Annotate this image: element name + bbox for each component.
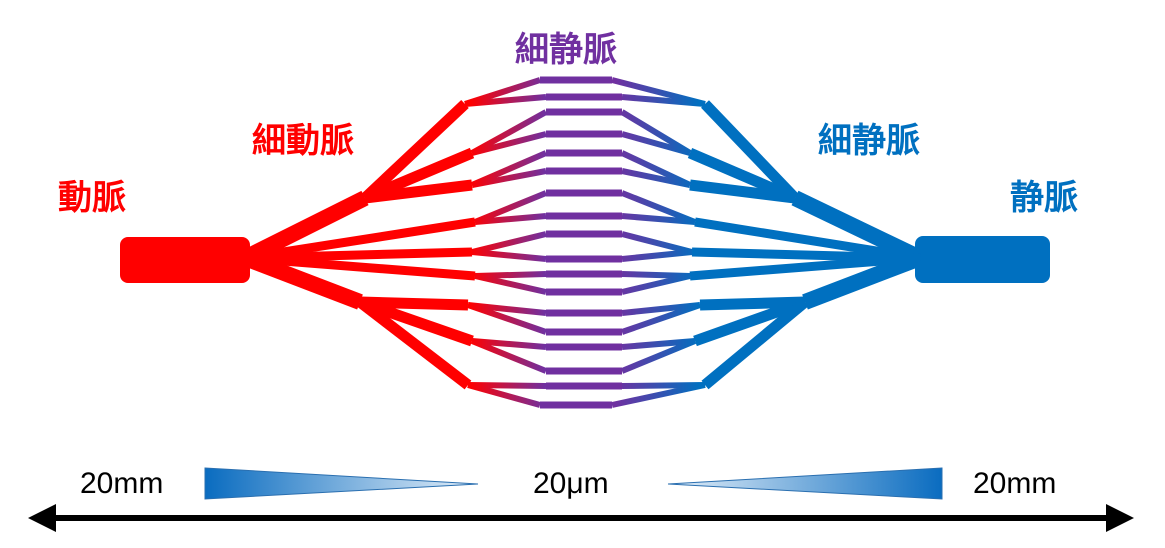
capillary-venule-link: [621, 213, 696, 225]
vein: [915, 236, 1050, 283]
capillary-label: 細静脈: [515, 30, 617, 70]
venule: [701, 297, 809, 390]
arteriole-capillary-link: [471, 338, 547, 350]
capillary-venule-link: [620, 338, 697, 374]
arteriole: [358, 296, 474, 347]
capillary-venule-link: [621, 249, 693, 262]
arteriole-trunk: [241, 190, 369, 266]
capillary-venule-link: [620, 109, 692, 156]
capillary-venule-link: [621, 302, 701, 335]
arteriole: [356, 297, 472, 390]
arteriole-capillary-link: [471, 168, 547, 188]
arteriole-capillary-link: [470, 109, 548, 156]
venule-trunk: [791, 190, 924, 266]
arteriole-capillary-link: [473, 190, 548, 225]
scale-right: 20mm: [973, 467, 1057, 500]
arteriole-capillary-link: [471, 231, 547, 255]
arteriole-capillary-link: [474, 273, 547, 295]
arteriole: [244, 253, 476, 281]
venule: [694, 217, 921, 263]
capillary-venule-link: [621, 94, 706, 107]
size-increase-wedge: [667, 467, 943, 500]
venule: [689, 179, 796, 204]
scale-left: 20mm: [80, 467, 164, 500]
arteriole-capillary-link: [467, 302, 547, 335]
capillary-venule-link: [620, 190, 697, 225]
arteriole-label: 細動脈: [252, 121, 354, 161]
capillary-venule-link: [621, 231, 693, 255]
arteriole-capillary-link: [467, 382, 541, 408]
arteriole: [244, 217, 476, 263]
scale-center: 20μm: [533, 467, 609, 500]
double-arrow: [28, 504, 1134, 532]
artery: [120, 237, 250, 283]
capillary-venule-link: [621, 168, 691, 188]
arteriole-capillary-link: [467, 382, 547, 389]
capillary-venule-link: [621, 273, 691, 295]
capillary-venule-link: [621, 131, 691, 156]
venule-trunk: [802, 250, 923, 310]
venule: [701, 100, 799, 202]
venule-label: 細静脈: [818, 121, 920, 161]
arteriole-capillary-link: [470, 338, 548, 374]
arteriole-capillary-link: [464, 94, 547, 107]
arteriole: [364, 179, 473, 204]
arteriole-trunk: [242, 250, 363, 310]
arteriole-capillary-link: [474, 213, 547, 225]
size-decrease-wedge: [204, 467, 479, 500]
capillary-venule-link: [611, 382, 706, 408]
arteriole: [361, 99, 469, 203]
vein-label: 静脈: [1010, 178, 1078, 218]
artery-label: 動脈: [58, 178, 126, 218]
arteriole-capillary-link: [471, 249, 547, 262]
capillary-venule-link: [621, 338, 696, 350]
venule: [689, 253, 921, 281]
arteriole-capillary-link: [471, 131, 547, 156]
venule: [693, 296, 807, 347]
